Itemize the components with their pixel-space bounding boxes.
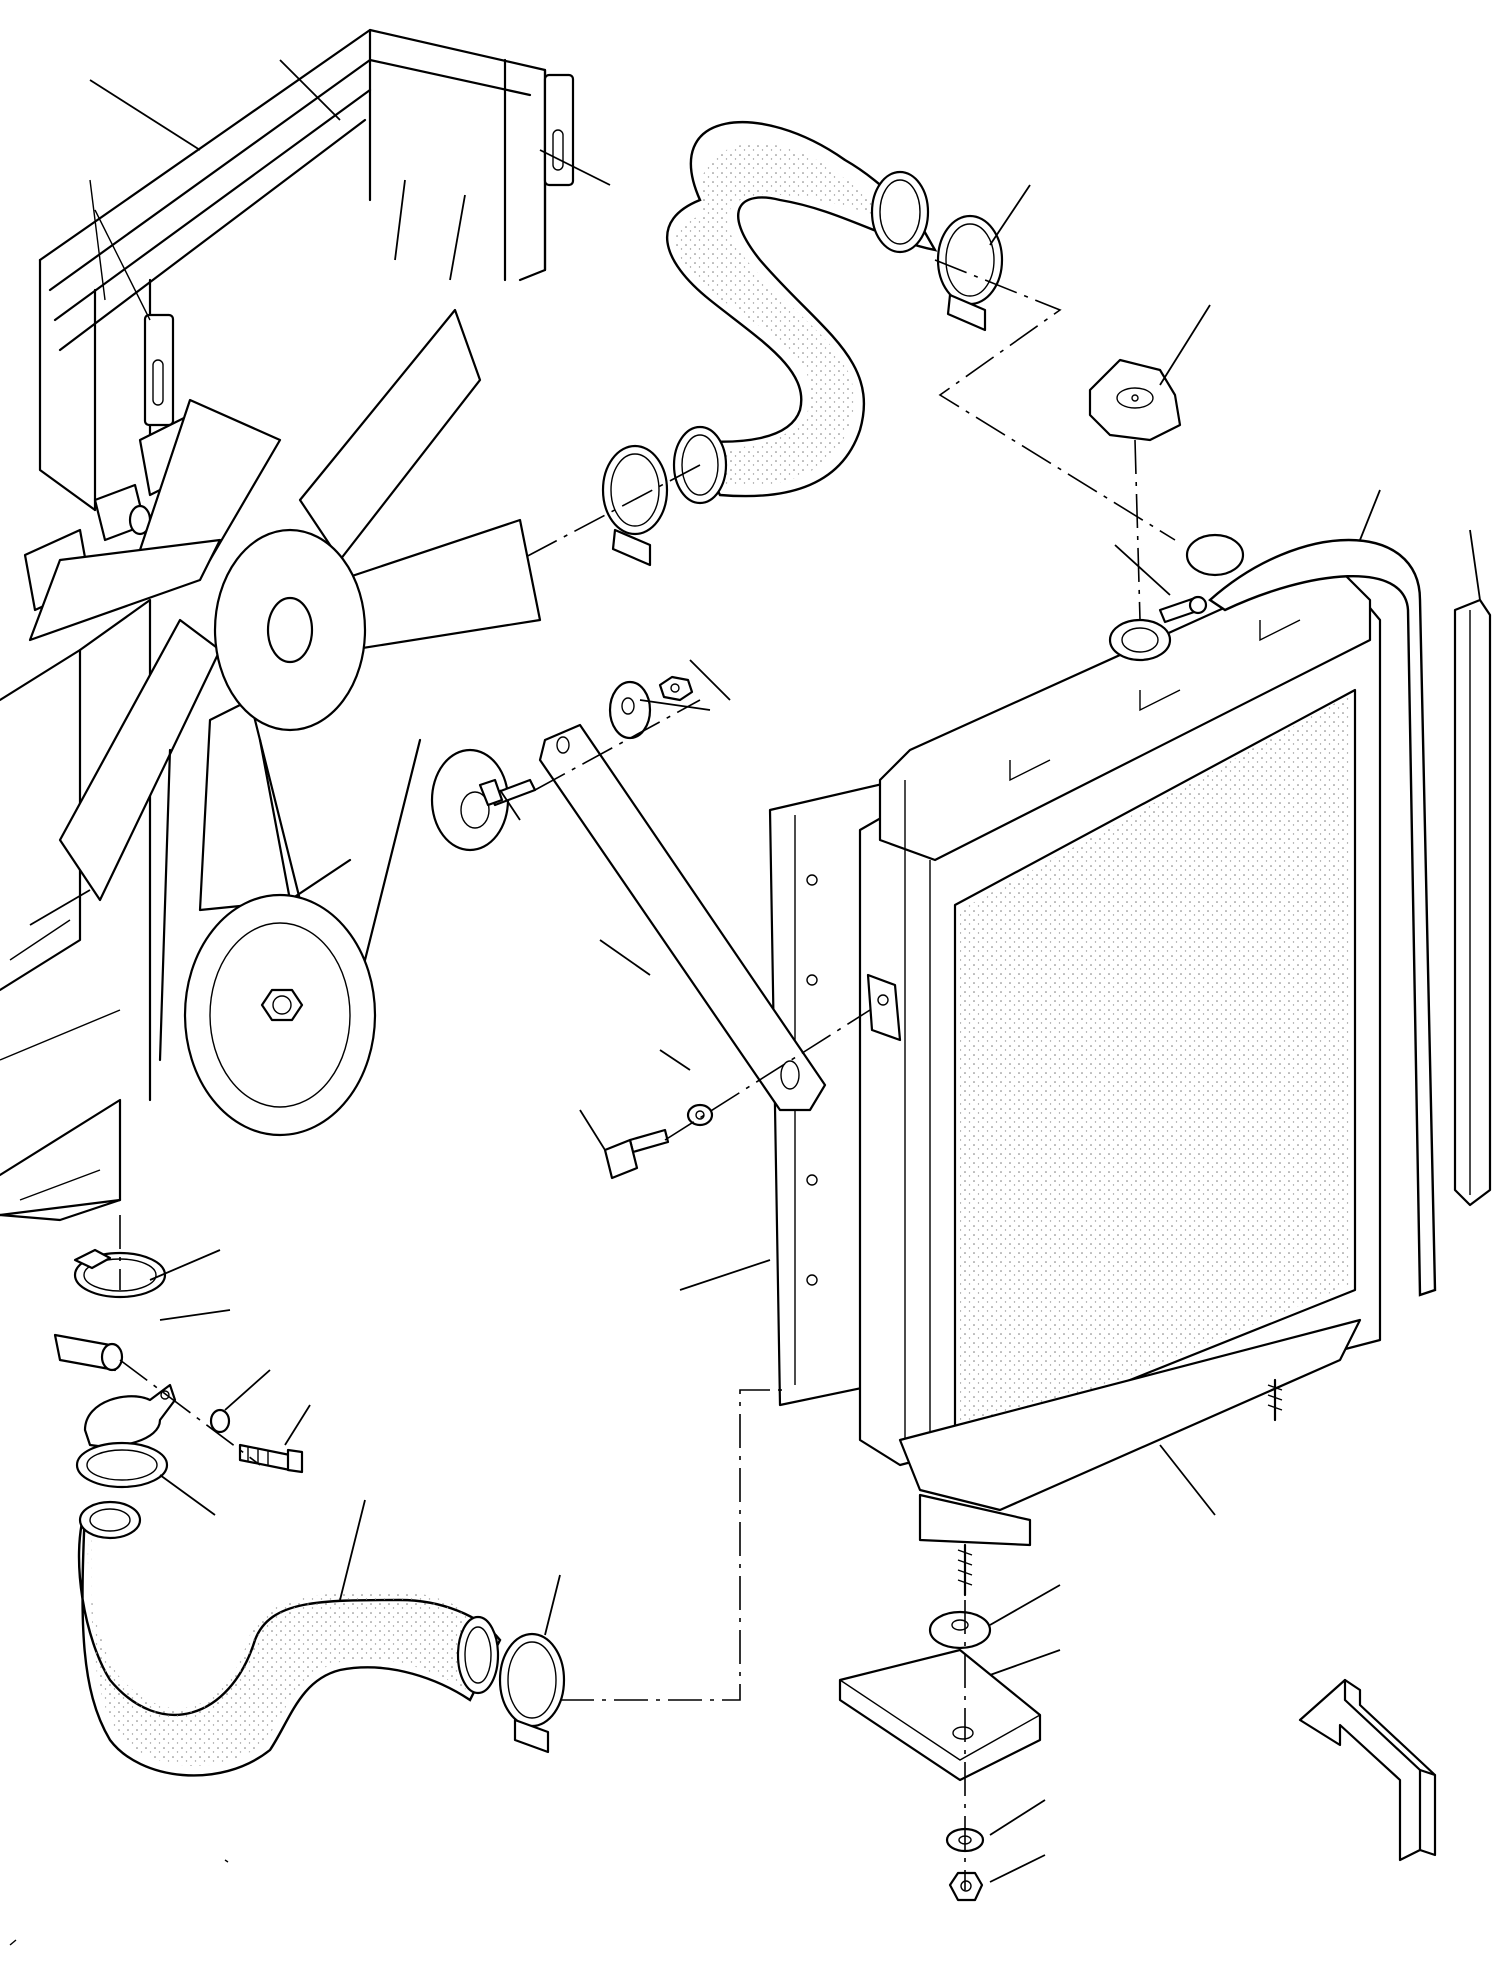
upper-hose xyxy=(665,121,938,505)
lower-hose-clamp xyxy=(498,1632,566,1754)
lower-bracket xyxy=(75,1383,177,1489)
orientation-arrow-icon xyxy=(1298,1678,1437,1862)
drain-stud xyxy=(957,1378,1283,1597)
stay-bracket xyxy=(866,973,902,1042)
mount-nut xyxy=(948,1871,984,1902)
support-stay xyxy=(538,723,827,1112)
leader-lines xyxy=(29,59,1481,1883)
cooling-fan xyxy=(28,308,542,912)
assembly-centerlines xyxy=(119,259,1176,1890)
stay-bolt-bottom xyxy=(603,1128,670,1180)
upper-hose-end-right xyxy=(870,170,930,254)
upper-hose-clamp-radiator-side xyxy=(936,214,1004,332)
overflow-tube xyxy=(1208,538,1437,1297)
corner-marks xyxy=(9,1859,229,1946)
engine-block xyxy=(0,598,152,1222)
lower-washer xyxy=(209,1408,231,1434)
radiator-cap xyxy=(1088,358,1182,442)
mount-plate xyxy=(838,1648,1042,1782)
radiator-core xyxy=(858,533,1382,1547)
stay-washer-bottom xyxy=(686,1103,714,1127)
fan-guard xyxy=(38,28,575,512)
stay-nut-top xyxy=(658,675,694,702)
stay-washer-top xyxy=(608,680,652,740)
lower-bolt xyxy=(238,1443,304,1474)
lower-pipe xyxy=(53,1333,124,1372)
mount-cushion xyxy=(928,1610,992,1650)
edge-seal-strip xyxy=(1453,598,1492,1207)
lower-hose xyxy=(77,1500,502,1777)
fan-belt-pulleys xyxy=(158,738,510,1137)
filler-bolt xyxy=(1158,595,1208,624)
upper-hose-clamp-engine-side xyxy=(601,444,669,567)
